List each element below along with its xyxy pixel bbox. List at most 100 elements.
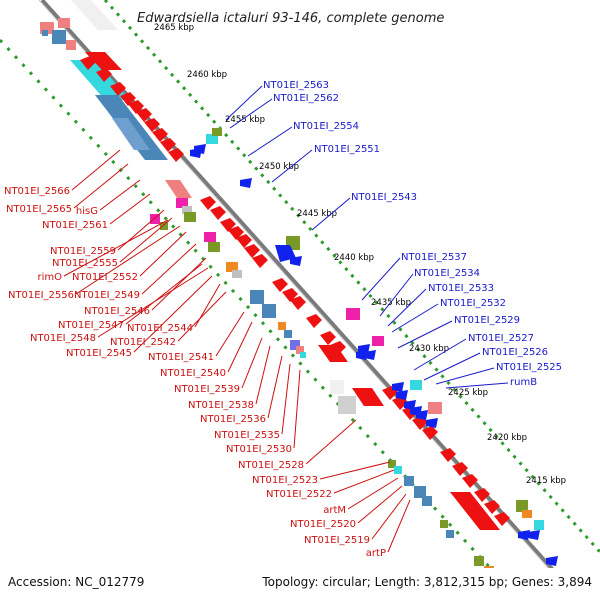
reverse-gene-label: NT01EI_2549: [74, 290, 140, 301]
gene-feature: [71, 0, 118, 30]
reverse-gene-label: NT01EI_2522: [266, 489, 332, 500]
forward-gene-label: NT01EI_2562: [273, 93, 339, 104]
reverse-callout-line: [333, 469, 395, 494]
reverse-gene-label: NT01EI_2552: [72, 272, 138, 283]
reverse-callout-line: [75, 225, 181, 295]
forward-gene-arrow: [546, 556, 558, 566]
reverse-callout-line: [293, 369, 301, 449]
reverse-gene-arrow: [320, 331, 336, 345]
forward-gene-arrow: [518, 530, 530, 540]
reverse-gene-box: [226, 262, 238, 272]
reverse-gene-label: NT01EI_2541: [148, 352, 214, 363]
gene-feature: [275, 245, 296, 262]
tick-label: 2445 kbp: [297, 209, 337, 219]
reverse-callout-line: [371, 493, 407, 540]
footer-background: [0, 568, 600, 600]
reverse-gene-box: [474, 556, 484, 566]
forward-gene-label: NT01EI_2543: [351, 192, 417, 203]
reverse-gene-arrow: [494, 512, 510, 526]
gene-feature: [66, 40, 76, 50]
reverse-gene-label: NT01EI_2566: [4, 186, 70, 197]
tick-label: 2430 kbp: [409, 344, 449, 354]
forward-callout-line: [225, 85, 263, 121]
gene-feature: [450, 492, 500, 530]
reverse-gene-arrow: [168, 148, 184, 162]
reverse-gene-arrow: [474, 488, 490, 502]
reverse-callout-line: [141, 243, 197, 295]
reverse-gene-box: [176, 198, 188, 208]
tick-label: 2460 kbp: [187, 70, 227, 80]
forward-callout-line: [229, 98, 273, 129]
tick-label: 2450 kbp: [259, 162, 299, 172]
forward-gene-box: [212, 128, 222, 136]
gene-feature: [165, 180, 192, 198]
forward-callout-line: [413, 338, 467, 371]
reverse-gene-label: NT01EI_2523: [252, 475, 318, 486]
reverse-gene-box: [446, 530, 454, 538]
reverse-gene-arrow: [110, 82, 126, 96]
reverse-callout-line: [109, 193, 151, 225]
reverse-gene-box: [300, 352, 306, 358]
forward-gene-label: rumB: [510, 377, 537, 388]
tick-label: 2435 kbp: [371, 298, 411, 308]
forward-gene-label: NT01EI_2532: [440, 298, 506, 309]
forward-gene-box: [534, 520, 544, 530]
forward-gene-label: NT01EI_2526: [482, 347, 548, 358]
forward-gene-arrow: [190, 148, 202, 158]
tick-label: 2415 kbp: [526, 476, 566, 486]
reverse-gene-box: [150, 214, 160, 224]
reverse-gene-label: NT01EI_2556: [8, 290, 74, 301]
forward-gene-label: NT01EI_2534: [414, 268, 480, 279]
reverse-gene-arrow: [80, 56, 96, 70]
tick-label: 2455 kbp: [225, 115, 265, 125]
forward-gene-label: NT01EI_2551: [314, 144, 380, 155]
reverse-gene-label: NT01EI_2536: [200, 414, 266, 425]
reverse-callout-line: [99, 179, 141, 211]
reverse-gene-label: artP: [366, 548, 386, 559]
forward-gene-arrow: [416, 410, 428, 420]
reverse-gene-box: [296, 346, 304, 354]
forward-callout-line: [361, 257, 401, 301]
reverse-gene-label: NT01EI_2565: [6, 204, 72, 215]
reverse-gene-box: [182, 206, 192, 214]
reverse-gene-label: NT01EI_2519: [304, 535, 370, 546]
reverse-gene-label: NT01EI_2540: [160, 368, 226, 379]
tick-label: 2425 kbp: [448, 388, 488, 398]
reverse-callout-line: [241, 337, 263, 389]
forward-callout-line: [379, 273, 414, 317]
reverse-gene-box: [284, 330, 292, 338]
genome-summary-text: Topology: circular; Length: 3,812,315 bp…: [261, 575, 592, 589]
reverse-gene-arrow: [244, 244, 260, 258]
gene-feature: [318, 345, 348, 362]
reverse-gene-label: rimO: [37, 272, 62, 283]
reverse-gene-label: NT01EI_2544: [127, 323, 193, 334]
tick-label: 2420 kbp: [487, 433, 527, 443]
forward-gene-box: [206, 134, 218, 144]
reverse-gene-label: NT01EI_2555: [52, 258, 118, 269]
forward-gene-arrow: [426, 418, 438, 428]
reverse-gene-arrow: [128, 100, 144, 114]
forward-callout-line: [247, 126, 293, 157]
reverse-gene-label: NT01EI_2561: [42, 220, 108, 231]
reverse-gene-box: [440, 520, 448, 528]
reverse-gene-arrow: [220, 218, 236, 232]
forward-gene-arrow: [396, 390, 408, 400]
reverse-callout-line: [97, 267, 209, 338]
forward-callout-line: [391, 303, 439, 333]
reverse-gene-label: NT01EI_2547: [58, 320, 124, 331]
reverse-gene-arrow: [484, 500, 500, 514]
forward-gene-label: NT01EI_2533: [428, 283, 494, 294]
forward-callout-line: [387, 288, 427, 327]
gene-feature: [338, 396, 356, 414]
forward-gene-label: NT01EI_2529: [454, 315, 520, 326]
reverse-gene-label: NT01EI_2548: [30, 333, 96, 344]
forward-gene-label: NT01EI_2563: [263, 80, 329, 91]
reverse-gene-arrow: [462, 474, 478, 488]
reverse-gene-box: [250, 290, 264, 304]
forward-gene-label: NT01EI_2527: [468, 333, 534, 344]
gene-feature: [52, 30, 66, 44]
reverse-callout-line: [125, 263, 203, 325]
reverse-gene-box: [208, 242, 220, 252]
